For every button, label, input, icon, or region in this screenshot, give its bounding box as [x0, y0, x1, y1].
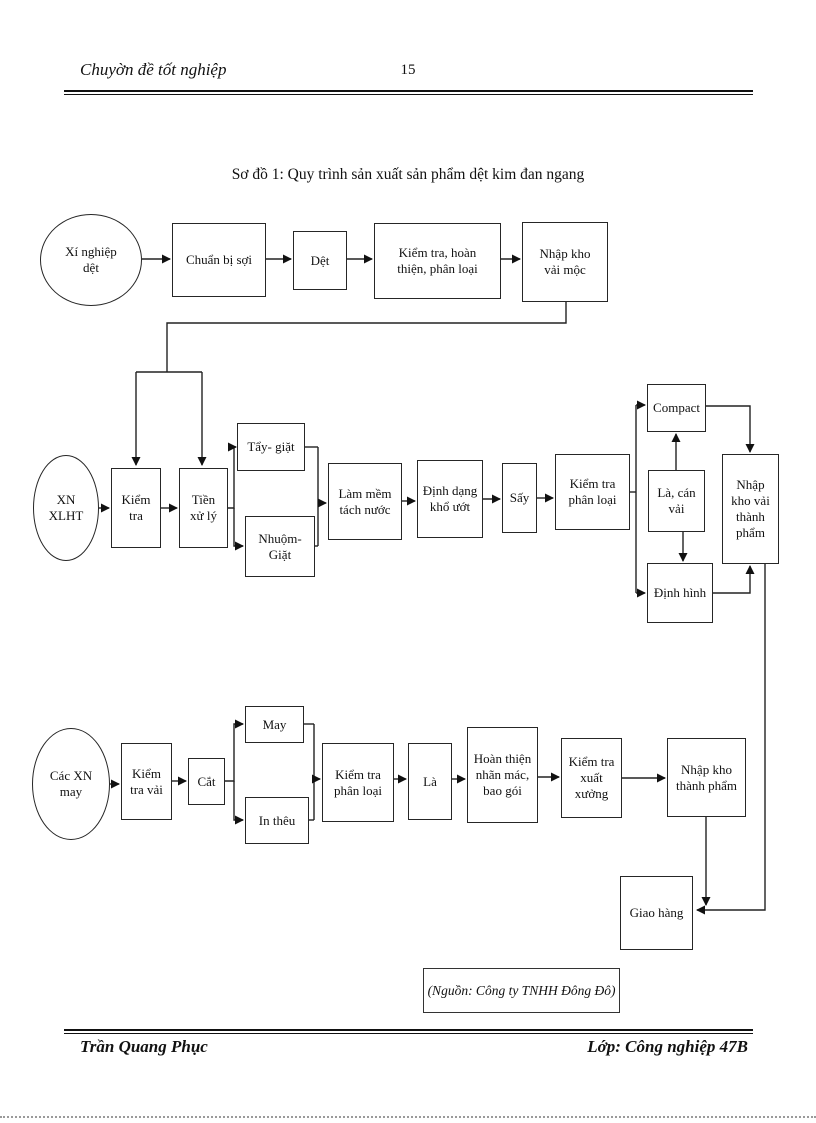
node-nhap-kho-thanh-pham: Nhập kho thành phẩm: [667, 738, 746, 817]
node-cac-xn-may: Các XN may: [32, 728, 110, 840]
node-label: In thêu: [258, 812, 296, 828]
node-label: Nhập kho vải thành phẩm: [731, 477, 770, 540]
header-title: Chuyờn đề tốt nghiệp: [80, 60, 227, 79]
node-label: Kiểm tra xuất xưởng: [568, 754, 615, 801]
node-label: Chuẩn bị sợi: [185, 252, 253, 268]
node-label: Dệt: [310, 252, 330, 268]
node-label: May: [262, 716, 287, 732]
node-kiem-tra: Kiểm tra: [111, 468, 161, 548]
node-kiem-tra-xuat-xuong: Kiểm tra xuất xưởng: [561, 738, 622, 818]
node-label: Tiền xử lý: [190, 492, 217, 523]
node-xn-xlht: XN XLHT: [33, 455, 99, 561]
node-label: Nhập kho thành phẩm: [675, 761, 737, 793]
node-kiem-tra-phan-loai-3: Kiểm tra phân loại: [322, 743, 394, 822]
node-det: Dệt: [293, 231, 347, 290]
node-label: Sấy: [509, 490, 530, 506]
node-compact: Compact: [647, 384, 706, 432]
node-may: May: [245, 706, 304, 743]
node-label: Giao hàng: [629, 905, 684, 921]
node-dinh-hinh: Định hình: [647, 563, 713, 623]
footer-class: Lớp: Công nghiệp 47B: [587, 1037, 748, 1056]
node-label: Kiểm tra: [121, 492, 151, 523]
node-la: Là: [408, 743, 452, 820]
footer-rule: [64, 1029, 753, 1034]
header-rule: [64, 90, 753, 95]
node-label: Nhập kho vải mộc: [539, 246, 591, 277]
node-label: Là: [423, 773, 437, 789]
node-label: Kiểm tra phân loại: [568, 476, 617, 507]
node-label: Làm mềm tách nước: [338, 485, 392, 517]
node-label: Tẩy- giặt: [247, 439, 295, 455]
node-hoan-thien-nhan-mac: Hoàn thiện nhãn mác, bao gói: [467, 727, 538, 823]
node-kiem-tra-hoan-thien: Kiểm tra, hoàn thiện, phân loại: [374, 223, 501, 299]
node-giao-hang: Giao hàng: [620, 876, 693, 950]
node-label: Compact: [653, 400, 700, 416]
node-kiem-tra-vai: Kiểm tra vải: [121, 743, 172, 820]
figure-title: Sơ đồ 1: Quy trình sản xuất sản phẩm dệt…: [231, 166, 585, 183]
node-label: Nhuộm- Giặt: [258, 530, 302, 562]
node-label: Là, cán vải: [657, 485, 696, 516]
node-nhuom-giat: Nhuộm- Giặt: [245, 516, 315, 577]
node-nhap-kho-vai-moc: Nhập kho vải mộc: [522, 222, 608, 302]
node-la-can-vai: Là, cán vải: [648, 470, 705, 532]
node-label: Kiểm tra vải: [130, 765, 163, 797]
node-tien-xu-ly: Tiền xử lý: [179, 468, 228, 548]
source-note-label: (Nguồn: Công ty TNHH Đông Đô): [427, 982, 616, 998]
node-label: Kiểm tra phân loại: [333, 766, 382, 798]
node-label: Kiểm tra, hoàn thiện, phân loại: [397, 245, 478, 276]
node-cat: Cắt: [188, 758, 225, 805]
node-tay-giat: Tẩy- giặt: [237, 423, 305, 471]
node-dinh-dang-kho-uot: Định dạng khổ ướt: [417, 460, 483, 538]
page-bottom-edge: [0, 1116, 816, 1118]
node-label: Định hình: [653, 585, 707, 601]
node-nhap-kho-vai-thanh-pham: Nhập kho vải thành phẩm: [722, 454, 779, 564]
node-label: Xí nghiệp dệt: [65, 244, 117, 275]
node-chuan-bi-soi: Chuẩn bị sợi: [172, 223, 266, 297]
node-say: Sấy: [502, 463, 537, 533]
page-number: 15: [400, 62, 416, 78]
node-label: Các XN may: [49, 768, 93, 799]
node-in-theu: In thêu: [245, 797, 309, 844]
footer-author: Trần Quang Phục: [80, 1037, 208, 1056]
node-xi-nghiep-det: Xí nghiệp dệt: [40, 214, 142, 306]
node-label: XN XLHT: [48, 492, 84, 523]
node-label: Định dạng khổ ướt: [422, 483, 478, 514]
node-label: Cắt: [197, 773, 216, 789]
node-lam-mem-tach-nuoc: Làm mềm tách nước: [328, 463, 402, 540]
node-label: Hoàn thiện nhãn mác, bao gói: [473, 751, 532, 798]
source-note: (Nguồn: Công ty TNHH Đông Đô): [423, 968, 620, 1013]
node-kiem-tra-phan-loai-2: Kiểm tra phân loại: [555, 454, 630, 530]
